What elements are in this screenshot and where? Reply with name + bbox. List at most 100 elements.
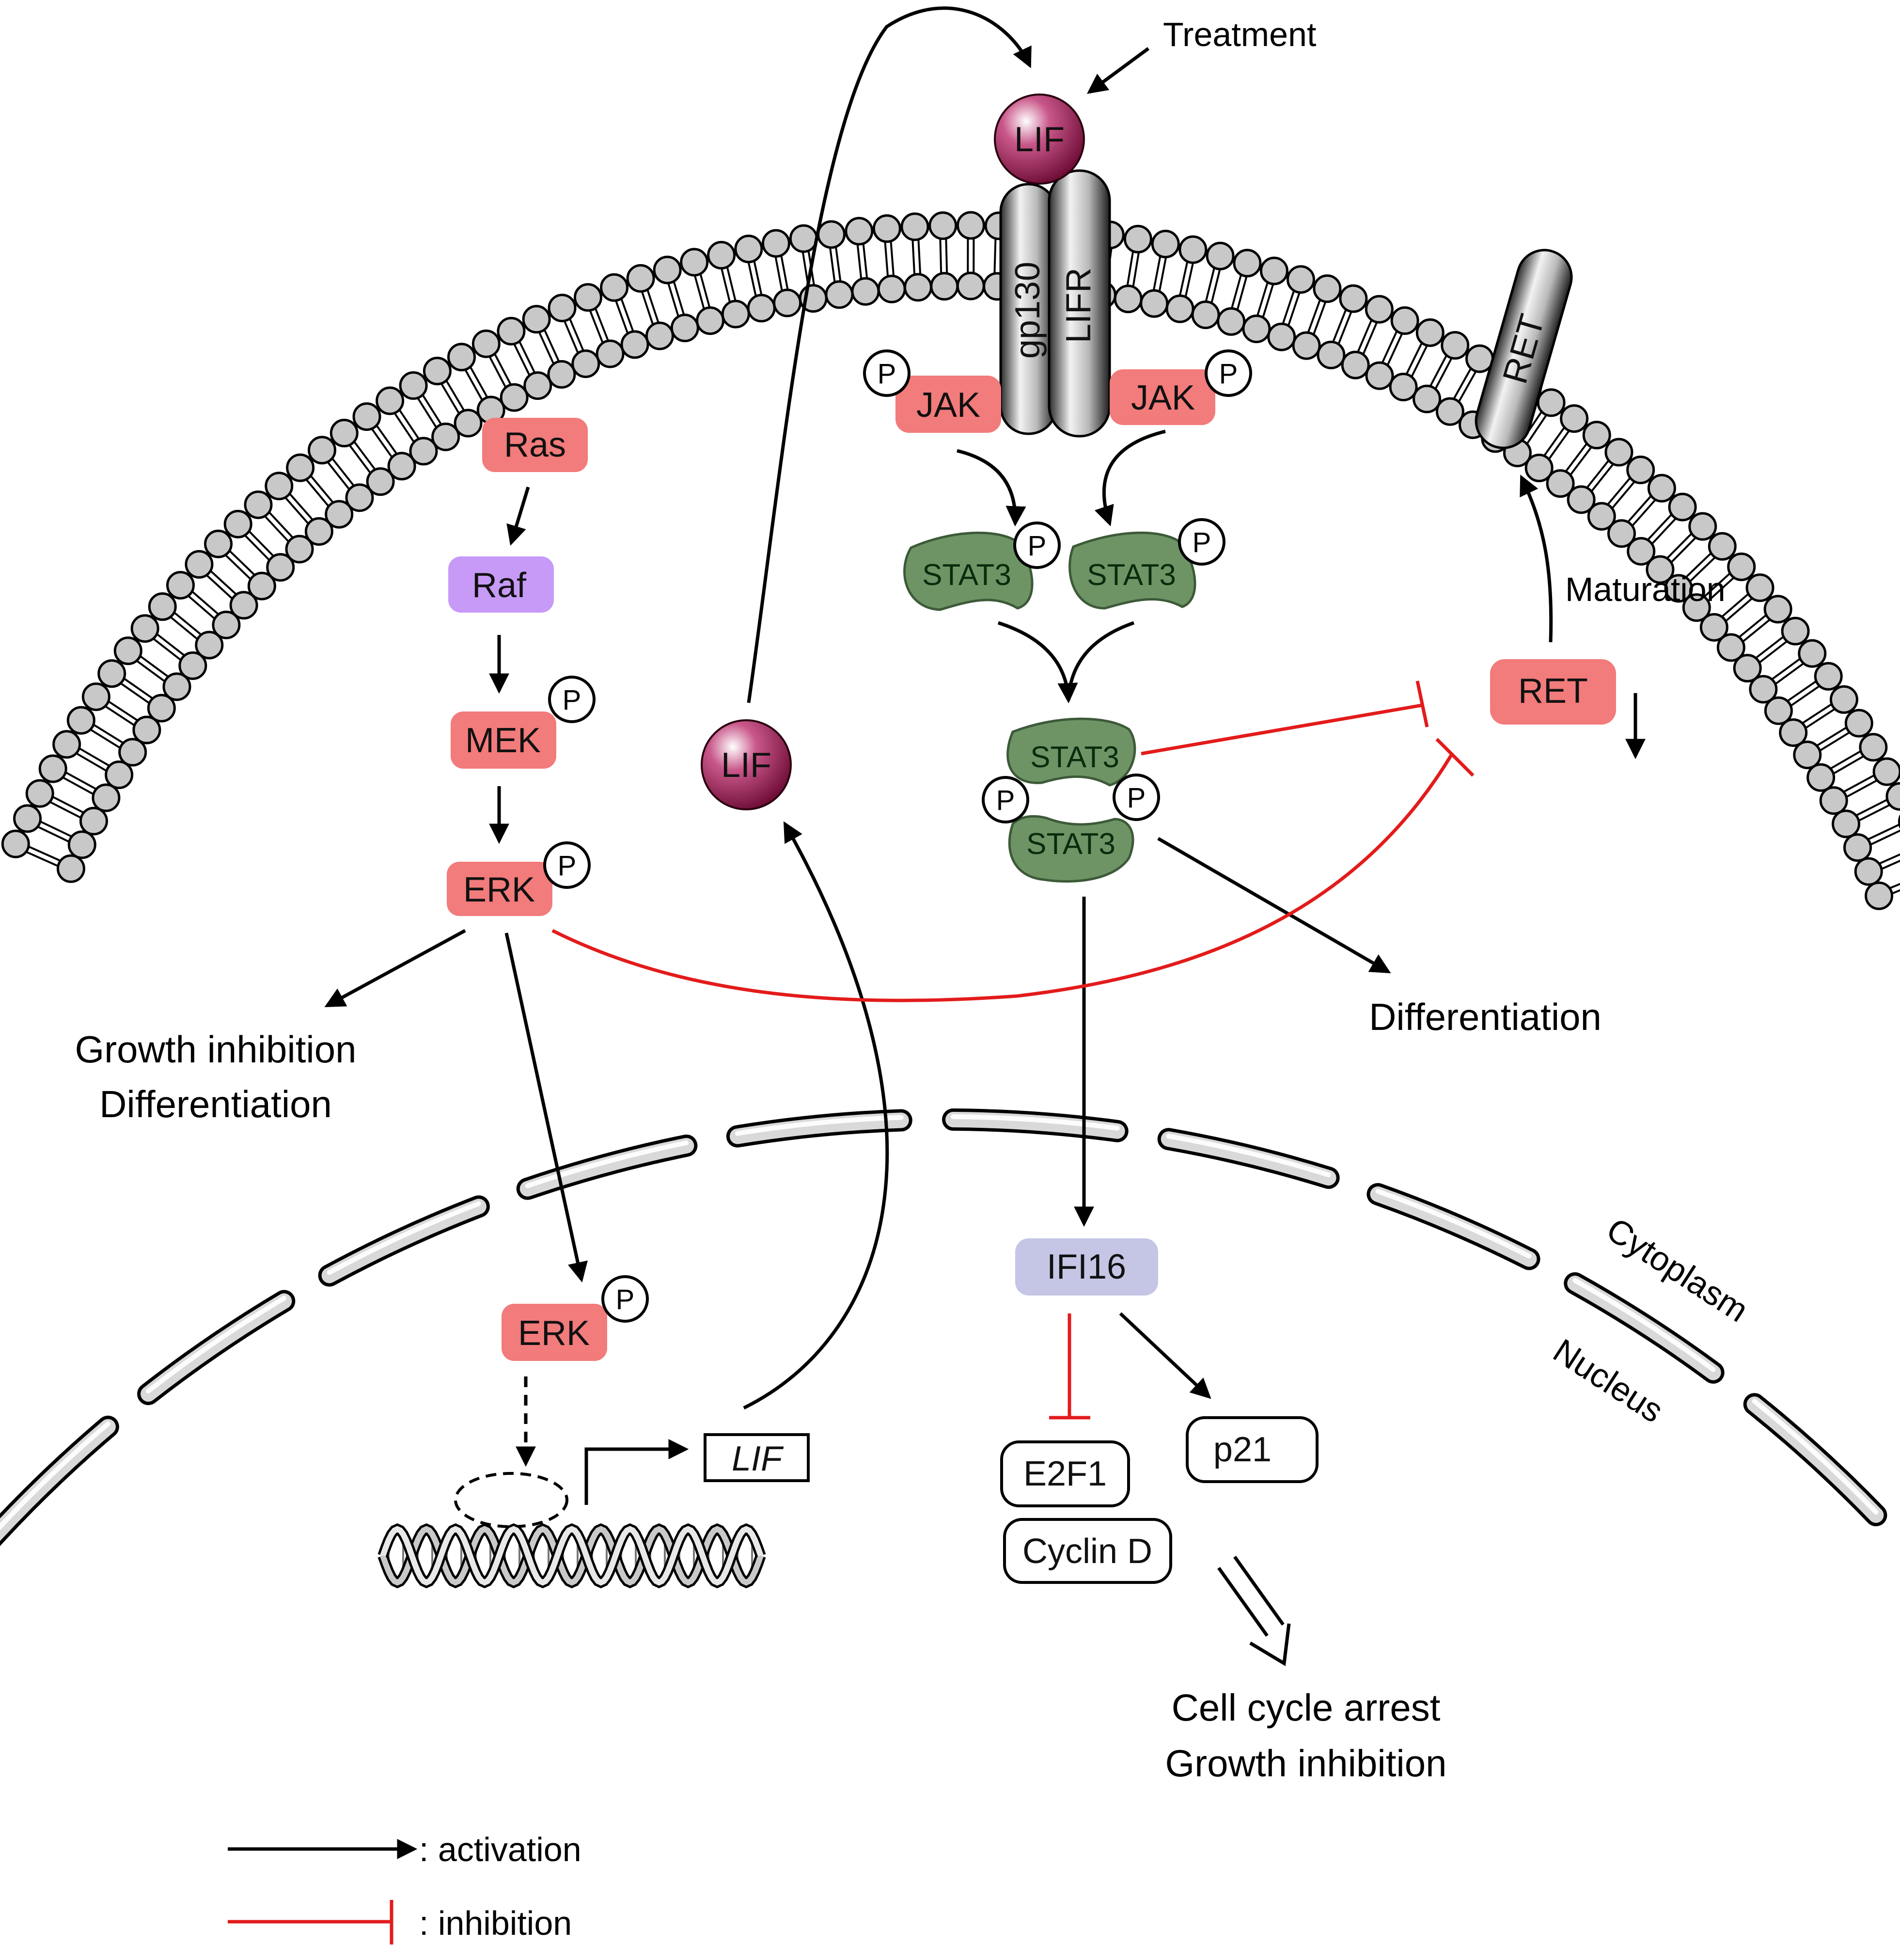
lipid-head [497,316,526,346]
lipid-head [573,283,602,312]
lipid-head [1733,654,1762,683]
lipid-head [1587,502,1616,531]
lipid-head [1745,573,1774,602]
raf: Raf [448,556,554,613]
lipid-head [118,738,147,767]
lipid-tail [225,554,251,580]
lipid-tail [518,341,536,373]
phospho-stat3-left: P [1013,522,1061,569]
lipid-tail [1775,663,1804,685]
lipid-head [548,293,577,322]
lipid-tail [721,268,731,302]
lipid-head [645,321,674,350]
lipid-head [399,371,428,400]
jak-left-label: JAK [916,386,980,425]
nuclear-envelope-highlight [1375,1188,1532,1259]
stat3-right-to-dimer-line [1067,621,1135,701]
lipid-tail [589,310,604,343]
lipid-head [851,277,880,306]
phospho-erk-cytoplasm: P [543,841,591,889]
lipid-tail [445,380,465,411]
lipid-head [345,483,374,512]
treatment-arrow [1086,47,1150,94]
lipid-tail [37,826,70,843]
plasma-membrane [1,211,1900,910]
lif-gene-label: LIF [732,1439,784,1478]
ret-protein-label: RET [1518,672,1588,711]
lipid-head [81,682,110,711]
lipid-head [930,272,959,301]
lipid-head [105,760,134,790]
lipid-head [1267,322,1296,351]
lipid-tail [349,444,371,474]
lipid-head [1317,340,1346,369]
lipid-tail [1830,750,1861,770]
lipid-tail [1759,640,1788,664]
lipid-head [265,472,294,501]
lipid-tail [1158,257,1167,292]
lipid-head [900,212,929,241]
lif-ligand: LIF [994,94,1085,185]
stat3-to-differentiation-arrow [1157,837,1391,974]
lipid-head [1292,331,1321,360]
lipid-head [1716,633,1745,662]
lipid-head [1708,532,1737,561]
phospho-label: P [1219,358,1238,390]
phospho-stat3-dimer-right: P [1113,774,1160,821]
lipid-tail [244,535,270,561]
lipid-head [244,490,273,519]
lipid-head [178,651,207,680]
lipid-tail [1591,463,1614,492]
lipid-tail [1787,680,1817,702]
lipid-tail [1685,553,1712,578]
lipid-head [229,591,258,620]
ret-protein: RET [1490,659,1616,725]
legend-activation-label: : activation [419,1831,581,1868]
lipid-head [1390,306,1419,335]
erk-inhibits-ret [551,754,1453,1002]
lipid-head [1793,741,1822,770]
lipid-tail [1313,301,1327,335]
lipid-tail [268,511,294,538]
ras-to-raf-arrow [506,486,530,546]
stat3-left: STAT3 [903,531,1034,611]
lipid-head [366,467,395,496]
cyclin-d-label: Cyclin D [1022,1532,1152,1571]
phospho-mek: P [548,676,596,723]
lipid-tail [1879,853,1900,865]
lipid-tail [494,353,512,385]
lipid-head [13,804,42,833]
p21: p21 [1186,1416,1319,1483]
differentiation-right-label: Differentiation [1369,996,1602,1038]
phospho-label: P [1028,530,1047,562]
lipid-tail [188,595,215,619]
lipid-tail [105,705,135,727]
lipid-tail [1833,755,1864,775]
lipid-tail [1236,276,1248,310]
lipid-tail [1179,261,1189,296]
lipid-tail [1755,636,1784,659]
lipid-head [185,550,214,579]
nuclear-envelope-segment [945,1112,1125,1139]
lipid-head [620,330,649,359]
lipid-head [1435,397,1464,426]
lipid-head [25,779,54,808]
phospho-label: P [558,850,577,882]
lif-gene: LIF [704,1433,810,1482]
nuclear-envelope-segment [519,1138,694,1197]
lipid-head [773,288,802,317]
lipid-tail [595,308,609,341]
erk-translocation-arrow [504,933,588,1283]
lipid-head [1206,241,1235,270]
lipid-tail [417,397,437,428]
lipid-tail [1843,774,1875,793]
erk-cytoplasm-label: ERK [463,870,535,909]
lipid-tail [1802,703,1832,724]
gp130-receptor: gp130 [999,183,1058,435]
lipid-head [956,271,985,300]
lipid-tail [1819,731,1850,752]
lipid-head [1829,685,1858,714]
lipid-head [330,419,359,448]
lipid-head [596,339,625,368]
lifr-label: LIFR [1059,268,1098,343]
